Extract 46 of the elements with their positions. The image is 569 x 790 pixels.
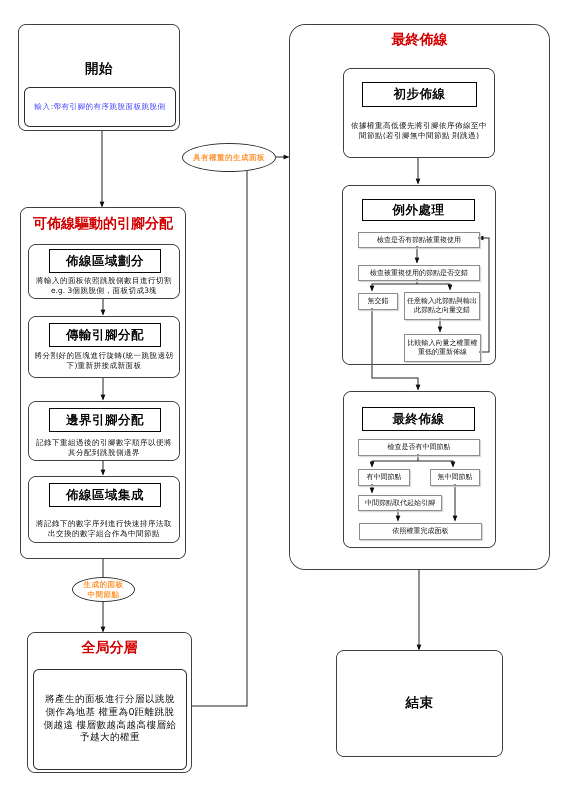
arrow [100,376,106,401]
process-card [18,24,180,131]
heading-box: 佈線區域劃分 [49,249,161,273]
arrow [416,278,452,291]
title-text: 全局分層 [80,639,138,658]
arrow [396,508,400,522]
heading-box: 邊界引腳分配 [49,408,161,432]
text-box [24,87,176,127]
process-card [28,316,180,378]
heading-box: 傳輸引腳分配 [49,323,161,347]
process-card [28,401,180,461]
title-text: 可佈線驅動的引腳分配 [32,215,174,234]
connector-line [192,170,248,706]
arrow [100,460,106,476]
arrow [100,130,104,208]
title-text: 結束 [404,695,434,713]
process-card [28,476,180,543]
arrow [452,484,458,522]
process-card [336,650,503,757]
arrow [372,308,420,391]
process-card [343,391,496,548]
heading-box: 例外處理 [362,199,475,221]
process-card [28,244,180,299]
arrow [100,298,106,316]
arrow [416,156,420,185]
arrow [100,602,106,633]
arrow [416,570,422,651]
process-card [27,632,192,773]
arrow [477,236,490,352]
arrow [418,454,456,468]
process-card [289,24,550,570]
process-card [343,68,495,158]
heading-box: 最終佈線 [362,407,475,431]
heading-box: 初步佈線 [362,82,477,107]
connector-line [102,558,104,578]
text-box [33,669,187,770]
title-text: 最終佈線 [390,31,448,50]
arrow [370,484,374,494]
process-card [20,207,186,559]
arrow [275,154,290,160]
arrow [414,246,420,264]
description-text: 將產生的面板進行分層以跳脫側作為地基 權重為0距離跳脫側越遠 樓層數越高越高樓層給予越大的權重 [42,694,178,746]
process-card [342,185,496,365]
title-text: 開始 [84,61,114,79]
arrow [438,318,442,333]
heading-box: 佈線區域集成 [49,483,161,507]
